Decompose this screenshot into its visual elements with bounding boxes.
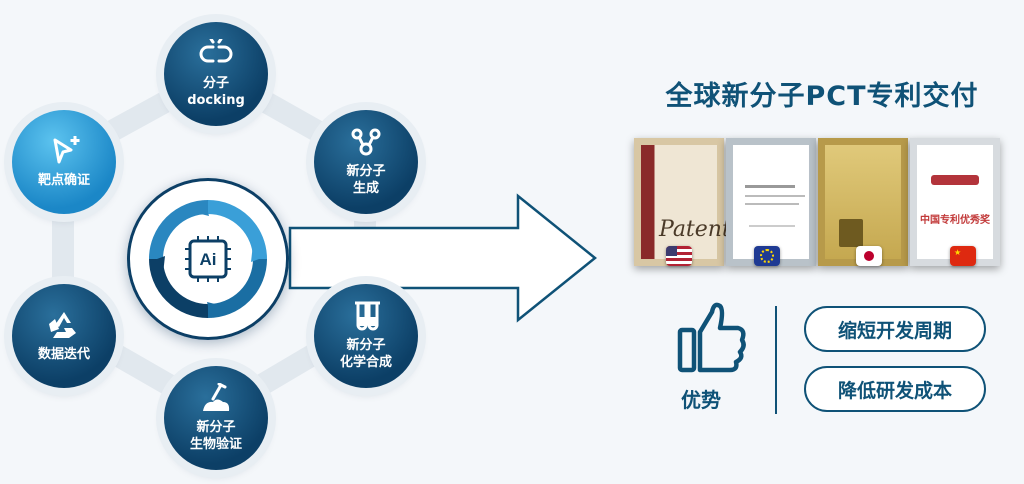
node-synthesis: 新分子 化学合成: [314, 284, 418, 388]
experiment-icon: [203, 383, 230, 411]
ai-center: Ai: [127, 178, 289, 340]
us-flag-icon: [666, 246, 692, 266]
certificate-jp: [818, 138, 908, 266]
cn-flag-icon: ★: [950, 246, 976, 266]
certificate-cn: 中国专利优秀奖: [910, 138, 1000, 266]
molecule-icon: [351, 128, 381, 156]
node-iteration-label: 数据迭代: [37, 346, 90, 362]
patent-script-text: Patent: [659, 217, 731, 242]
node-target: 靶点确证: [12, 110, 116, 214]
cycle-arrows-icon: Ai: [149, 200, 267, 318]
cn-certificate-title: 中国专利优秀奖: [920, 215, 990, 226]
thumbs-up-icon: [677, 302, 746, 373]
jp-flag-icon: [856, 246, 882, 266]
node-target-label: 靶点确证: [37, 172, 90, 188]
certificate-eu: [726, 138, 816, 266]
node-bio-label: 新分子 生物验证: [189, 420, 242, 452]
certificate-gallery: Patent 中国专利优秀奖: [628, 128, 1008, 278]
chain-link-icon: [199, 39, 233, 63]
node-bio: 新分子 生物验证: [164, 366, 268, 470]
advantages-divider: [775, 306, 777, 414]
advantage-reduce-cost: 降低研发成本: [804, 366, 986, 412]
advantage-shorten-cycle: 缩短开发周期: [804, 306, 986, 352]
certificate-us: Patent: [634, 138, 731, 266]
advantages-label: 优势: [681, 388, 721, 412]
headline: 全球新分子PCT专利交付: [665, 81, 979, 112]
node-generate-label: 新分子 生成: [346, 164, 386, 196]
node-docking-label: 分子 docking: [187, 76, 245, 108]
cursor-plus-icon: [53, 135, 80, 163]
node-generate: 新分子 生成: [314, 110, 418, 214]
node-docking: 分子 docking: [164, 22, 268, 126]
eu-flag-icon: [754, 246, 780, 266]
test-tubes-icon: [355, 301, 380, 331]
flow-arrow: [288, 193, 597, 323]
node-synthesis-label: 新分子 化学合成: [339, 338, 392, 370]
node-iteration: 数据迭代: [12, 284, 116, 388]
recycle-icon: [49, 311, 76, 338]
ai-label: Ai: [200, 250, 217, 269]
